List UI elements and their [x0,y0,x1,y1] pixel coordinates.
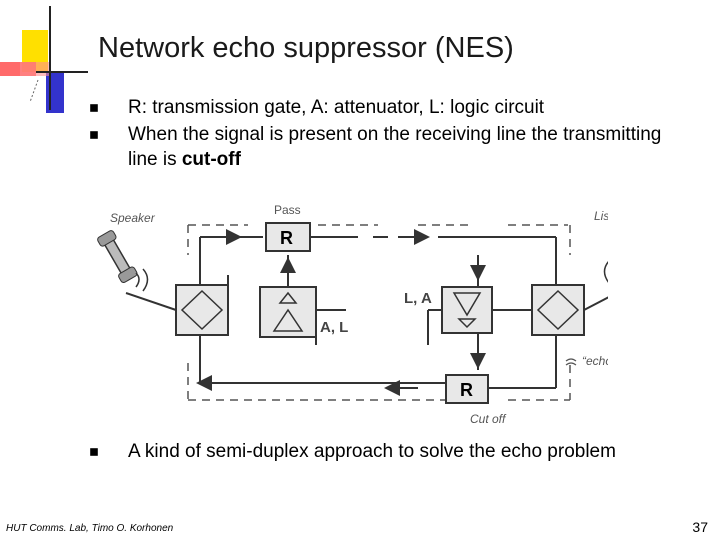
listener-label: Listener [594,209,608,223]
bullet-text: A kind of semi-duplex approach to solve … [128,441,616,462]
bullet-item: R: transmission gate, A: attenuator, L: … [88,95,688,120]
bullet-square-icon [90,131,98,139]
la-right-label: L, A [404,290,432,307]
hybrid-right [531,284,585,336]
boundary-dashes [187,224,571,401]
slide-title: Network echo suppressor (NES) [98,32,514,64]
circuit-lines [176,236,557,389]
footer-credit: HUT Comms. Lab, Timo O. Korhonen [6,523,174,534]
echo-icon [565,358,577,366]
gate-bottom-label: R [460,380,473,400]
corner-decoration [0,6,88,113]
al-left-label: A, L [320,319,348,336]
nes-diagram: Speaker Listener Pass Cut off “echo” [97,203,608,425]
signal-arrows [196,229,486,396]
listener-sound-icon [603,261,608,283]
bullet-square-icon [90,104,98,112]
transmission-gate-top [265,222,311,252]
bullet-bold-text: cut-off [181,149,241,170]
speaker-sound-icon [135,268,149,292]
bullet-square-icon [90,448,98,456]
echo-label: “echo” [582,354,608,368]
bullet-text: R: transmission gate, A: attenuator, L: … [128,97,545,118]
speaker-label: Speaker [110,211,156,225]
bullet-item: A kind of semi-duplex approach to solve … [88,439,616,464]
bullet-text: When the signal is present on the receiv… [128,124,662,170]
attenuator-logic-right [441,286,493,334]
hybrid-left [175,284,229,336]
gate-top-label: R [280,228,293,248]
pass-label: Pass [274,203,301,217]
transmission-gate-bottom [445,374,489,404]
bullet-item: When the signal is present on the receiv… [88,122,688,172]
page-number: 37 [692,519,708,535]
bullet-list: R: transmission gate, A: attenuator, L: … [88,95,688,174]
cutoff-label: Cut off [470,412,507,425]
speaker-phone-icon [97,230,138,283]
attenuator-logic-left [259,286,317,338]
